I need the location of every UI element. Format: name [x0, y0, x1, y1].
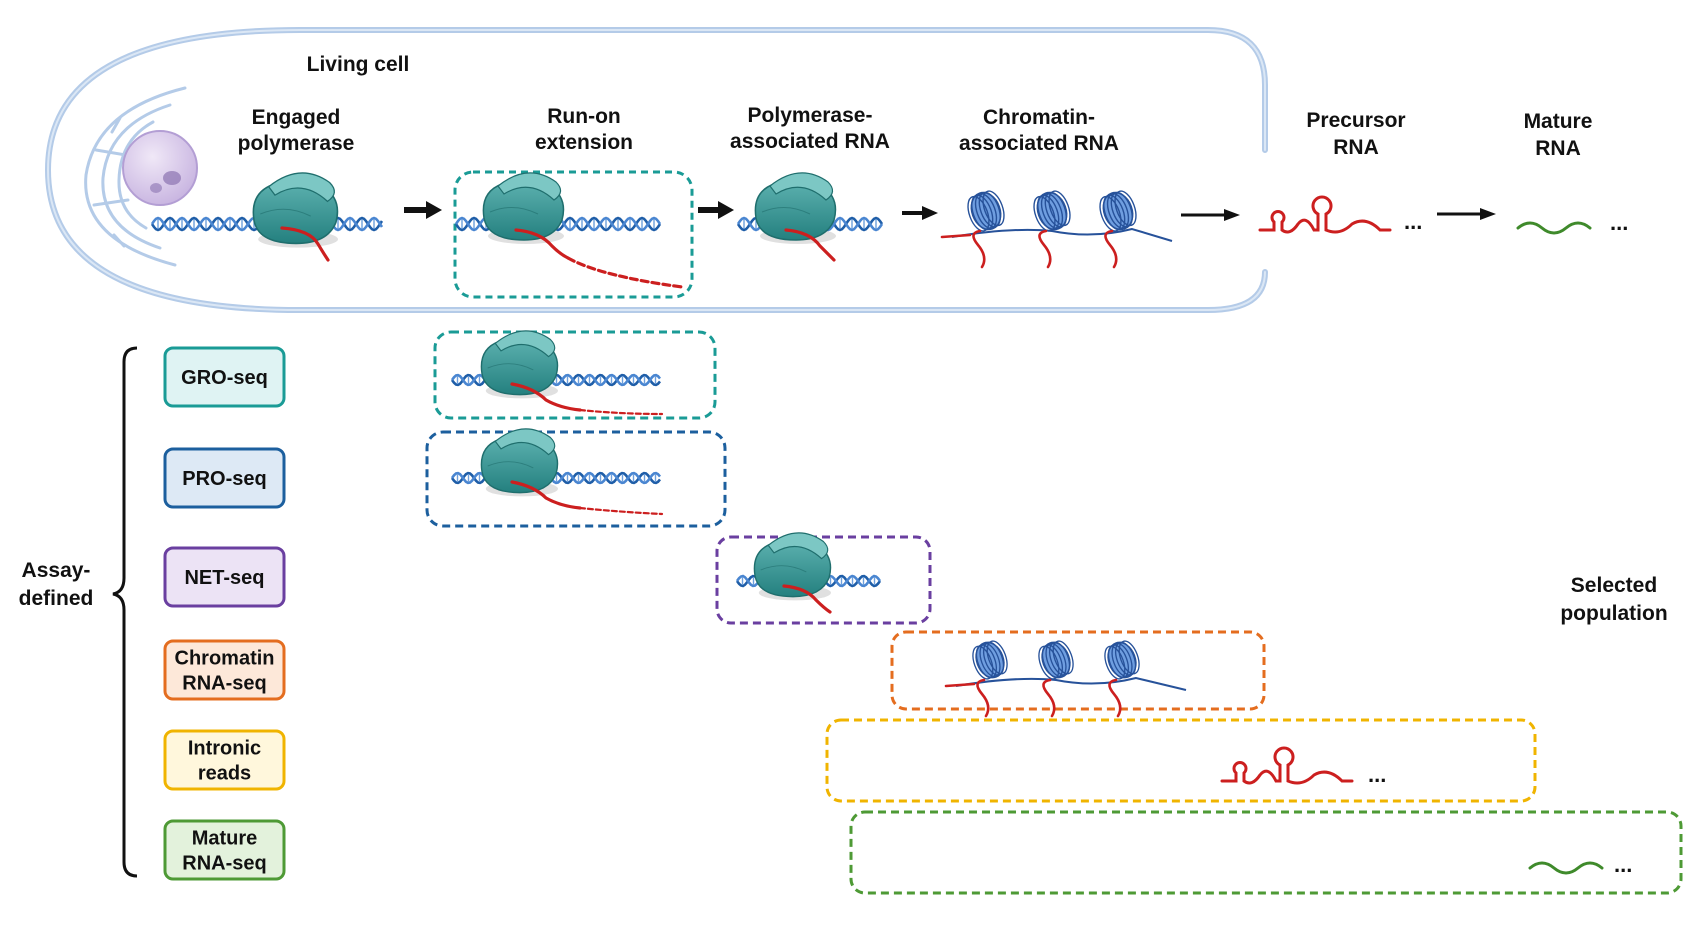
stage-label-chromatin-associated-rna: Chromatin-associated RNA	[959, 106, 1119, 155]
rna-strand	[510, 480, 582, 510]
nucleosome-icon	[1038, 640, 1074, 680]
rna-strand	[1108, 678, 1122, 718]
assay-box-net-seq: NET-seq	[163, 546, 286, 608]
assay-label: NET-seq	[184, 567, 264, 589]
cell-body	[44, 27, 1268, 313]
polymerase-icon	[754, 172, 837, 244]
assay-box-pro-seq: PRO-seq	[163, 447, 286, 509]
cell-title: Living cell	[307, 53, 410, 76]
nucleosome-icon	[1033, 190, 1071, 232]
ellipsis-mature-rna-seq: ...	[1614, 852, 1632, 877]
assay-box-gro-seq: GRO-seq	[163, 346, 286, 408]
run-on-highlight-box	[453, 170, 694, 299]
rna-strand	[972, 229, 986, 269]
nucleosome-icon	[1099, 190, 1137, 232]
mature-rna-strand	[1528, 861, 1604, 875]
process-arrows	[404, 201, 1496, 221]
polymerase-icon	[252, 172, 339, 248]
selected-population-boxes	[425, 330, 1683, 895]
assay-label: PRO-seq	[182, 468, 266, 490]
rna-strand	[784, 228, 836, 262]
rna-strand	[280, 226, 330, 262]
assay-bracket	[112, 346, 138, 878]
pro-seq-selection-box	[425, 430, 727, 528]
ellipsis-precursor: ...	[1404, 209, 1422, 234]
mature-rna-seq-selection-box	[849, 810, 1683, 895]
stage-label-polymerase-associated-rna: Polymerase-associated RNA	[730, 104, 890, 153]
mature-rna-strand	[1516, 221, 1592, 235]
chromatin-fiber	[951, 227, 1173, 242]
net-seq-selection-box	[715, 535, 932, 625]
gro-seq-selection-box	[433, 330, 717, 420]
arrow-icon	[1437, 208, 1496, 220]
rna-strand	[578, 408, 664, 416]
assay-group-label: Assay-defined	[19, 559, 94, 610]
rna-strand	[1220, 746, 1354, 785]
nucleosome-icon	[1104, 640, 1140, 680]
rna-strand	[976, 678, 990, 718]
ellipsis-intronic: ...	[1368, 762, 1386, 787]
rna-strand	[578, 506, 664, 516]
arrow-icon	[698, 201, 734, 219]
er-membranes	[84, 86, 187, 267]
rna-strand	[510, 382, 582, 412]
assay-label: GRO-seq	[181, 367, 268, 389]
polymerase-icon	[480, 428, 559, 497]
polymerase-icon	[753, 532, 832, 601]
rna-strand	[782, 584, 832, 614]
rna-strand	[940, 233, 972, 239]
molecular-illustrations	[150, 172, 1604, 875]
rna-strand	[566, 256, 684, 289]
rna-strand	[1038, 229, 1052, 269]
nucleus-icon	[122, 130, 198, 206]
intronic-reads-selection-box	[825, 718, 1537, 803]
polymerase-icon	[480, 330, 559, 399]
arrow-icon	[1181, 209, 1240, 221]
ellipsis-mature: ...	[1610, 210, 1628, 235]
nucleosome-icon	[972, 640, 1008, 680]
arrow-icon	[902, 206, 938, 220]
polymerase-icon	[482, 172, 565, 244]
chromatin-rna-seq-selection-box	[890, 630, 1266, 711]
nucleosome-icon	[967, 190, 1005, 232]
rna-strand	[1258, 195, 1392, 234]
rna-strand	[944, 682, 976, 688]
rna-strand	[1042, 678, 1056, 718]
arrow-icon	[404, 201, 442, 219]
rna-strand	[514, 228, 570, 260]
chromatin-fiber	[955, 676, 1187, 691]
rna-strand	[1104, 229, 1118, 269]
